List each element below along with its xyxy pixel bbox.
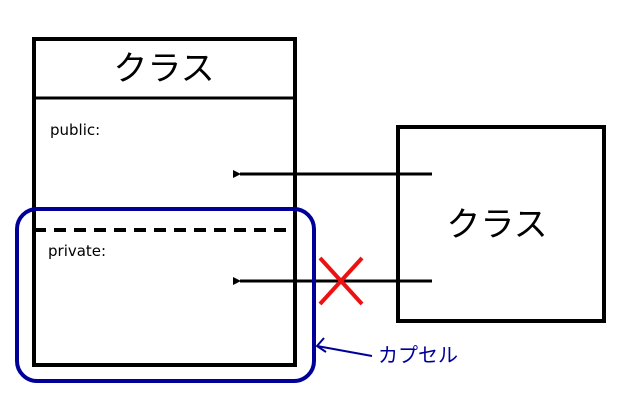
left-class-box: クラス public: private: <box>32 37 297 367</box>
left-class-outline <box>32 37 297 367</box>
encapsulation-label: カプセル <box>378 343 458 367</box>
public-section-label: public: <box>50 121 100 139</box>
right-class-outline <box>396 125 606 323</box>
private-section-label: private: <box>48 242 106 260</box>
encapsulation-boundary <box>15 207 316 383</box>
encapsulation-pointer-arrow <box>315 337 373 357</box>
blocked-access-cross-icon <box>318 256 364 306</box>
right-class-box: クラス <box>396 125 606 323</box>
left-class-title: クラス <box>113 49 214 89</box>
right-class-title: クラス <box>446 205 547 245</box>
